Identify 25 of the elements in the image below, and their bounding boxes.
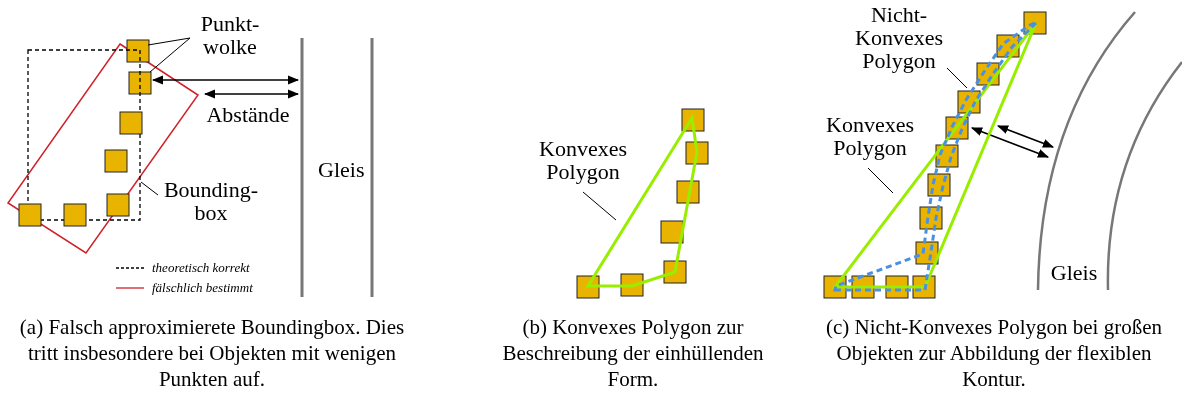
point-square — [620, 273, 644, 297]
point-square — [126, 39, 150, 63]
leader-line — [582, 191, 617, 221]
track-label: Gleis — [318, 158, 364, 181]
callout-text: Nicht- Konvexes Polygon — [845, 3, 953, 72]
leader-line — [149, 37, 191, 73]
callout-text: Bounding- box — [156, 178, 266, 224]
subfigure-caption: (a) Falsch approximierete Boundingbox. Dies tritt insbesondere bei Objekten mit wenigen Punkten auf. — [18, 314, 406, 392]
leader-line — [140, 181, 159, 196]
legend-label: fälschlich bestimmt — [152, 280, 253, 295]
leader-line — [147, 37, 191, 46]
point-square — [18, 203, 42, 227]
point-square — [63, 203, 87, 227]
callout-text: Konvexes Polygon — [815, 113, 925, 159]
subfigure-caption: (c) Nicht-Konvexes Polygon bei großen Objekten zur Abbildung der flexiblen Kontur. — [825, 314, 1163, 392]
point-square — [128, 71, 152, 95]
legend-label: theoretisch korrekt — [152, 260, 250, 275]
track-label: Gleis — [1049, 261, 1099, 284]
subfigure-caption: (b) Konvexes Polygon zur Beschreibung der einhüllenden Form. — [501, 314, 765, 392]
leader-line — [946, 67, 968, 89]
callout-text: Punkt- wolke — [190, 12, 270, 58]
distance-label: Abstände — [205, 103, 291, 126]
bounding-box — [27, 49, 141, 221]
callout-text: Konvexes Polygon — [528, 137, 638, 183]
leader-line — [867, 167, 894, 194]
